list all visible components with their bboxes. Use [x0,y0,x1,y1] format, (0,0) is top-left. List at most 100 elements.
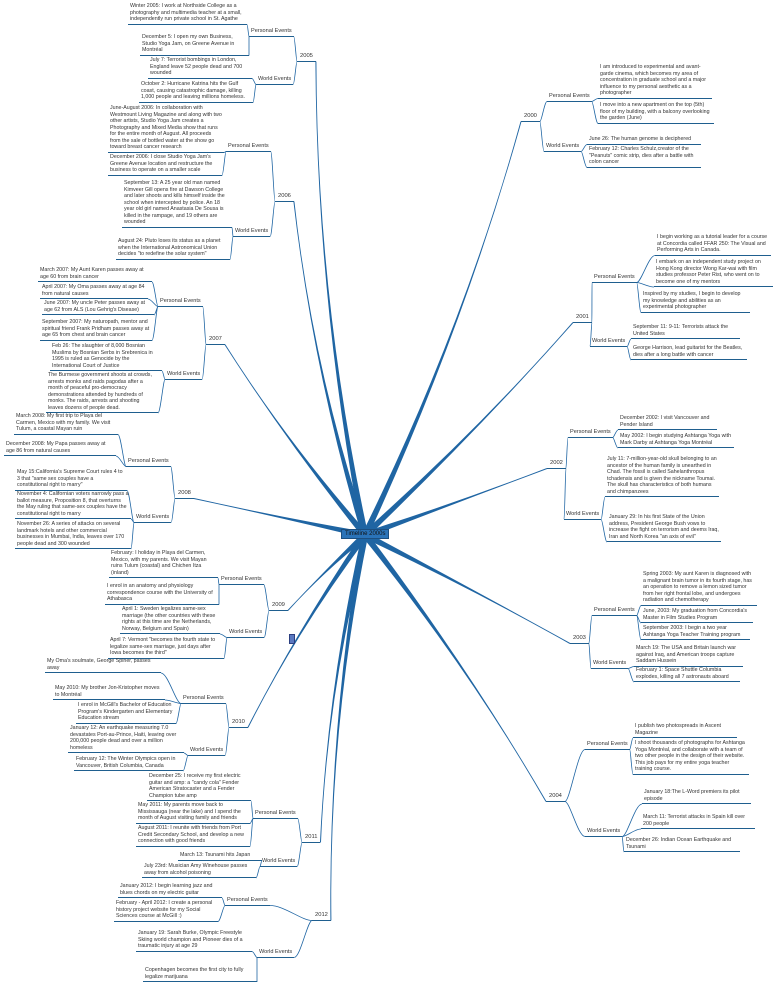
year-node-2010[interactable]: 2010 [229,719,248,728]
branch-personal-events[interactable]: Personal Events [592,607,637,616]
event-item[interactable]: January 12: An earthquake measuring 7.0 … [68,725,184,753]
event-item[interactable]: August 24: Pluto loses its status as a p… [116,238,230,260]
event-item[interactable]: May 2011: My parents move back to Missis… [136,802,250,824]
event-item[interactable]: May 15:California's Supreme Court rules … [15,469,127,491]
branch-world-events[interactable]: World Events [227,629,265,638]
year-node-2012[interactable]: 2012 [312,912,331,921]
event-item[interactable]: I publish two photospreads in Ascent Mag… [633,723,737,738]
branch-personal-events[interactable]: Personal Events [181,695,226,704]
event-item[interactable]: I embark on an independent study project… [654,259,773,287]
year-node-2000[interactable]: 2000 [521,113,540,122]
event-item[interactable]: December 26: Indian Ocean Earthquake and… [624,837,740,852]
branch-world-events[interactable]: World Events [165,371,203,380]
event-item[interactable]: May 2002: I begin studying Ashtanga Yoga… [618,433,734,448]
event-item[interactable]: January 19: Sarah Burke, Olympic Freesty… [136,930,252,952]
branch-personal-events[interactable]: Personal Events [585,741,630,750]
year-node-2007[interactable]: 2007 [206,336,225,345]
year-node-2001[interactable]: 2001 [573,314,592,323]
branch-world-events[interactable]: World Events [564,511,602,520]
event-item[interactable]: January 29: In his first State of the Un… [607,514,721,542]
event-item[interactable]: I begin working as a tutorial leader for… [655,234,771,256]
event-item[interactable]: June, 2003: My graduation from Concordia… [641,608,753,623]
branch-world-events[interactable]: World Events [188,747,226,756]
branch-personal-events[interactable]: Personal Events [592,274,637,283]
year-node-2003[interactable]: 2003 [570,635,589,644]
event-item[interactable]: July 11: 7-million-year-old skull belong… [605,456,719,497]
branch-world-events[interactable]: World Events [257,949,295,958]
branch-world-events[interactable]: World Events [256,76,294,85]
event-item[interactable]: I enrol in McGill's Bachelor of Educatio… [76,702,176,724]
event-item[interactable]: April 1: Sweden legalizes same-sex marri… [120,606,220,634]
event-item[interactable]: March 13: Tsunami hits Japan [178,852,262,861]
event-item[interactable]: December 2002: I visit Vancouver and Pen… [618,415,717,430]
year-node-2008[interactable]: 2008 [175,490,194,499]
event-item[interactable]: Copenhagen becomes the first city to ful… [143,967,257,982]
event-item[interactable]: September 11: 9-11: Terrorists attack th… [631,324,740,339]
branch-world-events[interactable]: World Events [585,828,623,837]
year-node-2005[interactable]: 2005 [297,53,316,62]
event-item[interactable]: January 18:The L-Word premiers its pilot… [642,789,751,804]
event-item[interactable]: Feb 26: The slaughter of 8,000 Bosnian M… [50,343,162,371]
event-item[interactable]: September 13: A 25 year old man named Ki… [122,180,232,228]
event-item[interactable]: December 5: I open my own Business, Stud… [140,34,249,56]
branch-personal-events[interactable]: Personal Events [225,897,270,906]
branch-personal-events[interactable]: Personal Events [126,458,171,467]
event-item[interactable]: My Oma's soulmate, George Spiner, passes… [45,658,161,673]
event-item[interactable]: I am introduced to experimental and avan… [598,64,712,99]
central-topic[interactable]: Timeline 2000s [341,529,390,539]
branch-personal-events[interactable]: Personal Events [568,429,613,438]
event-item[interactable]: June 26: The human genome is deciphered [587,136,701,145]
event-item[interactable]: March 19: The USA and Britain launch war… [634,645,743,667]
event-item[interactable]: June-August 2006: In collaboration with … [108,105,224,153]
event-item[interactable]: The Burmese government shoots at crowds,… [46,372,158,413]
event-item[interactable]: June 2007: My uncle Peter passes away at… [42,300,154,315]
event-item[interactable]: March 2007: My Aunt Karen passes away at… [38,267,152,282]
event-item[interactable]: August 2011: I reunite with friends from… [136,825,250,847]
event-item[interactable]: December 25: I receive my first electric… [147,773,251,801]
branch-world-events[interactable]: World Events [591,660,629,669]
event-item[interactable]: November 4: Californian voters narrowly … [15,491,131,519]
event-item[interactable]: October 2: Hurricane Katrina hits the Gu… [139,81,253,103]
branch-personal-events[interactable]: Personal Events [158,298,203,307]
event-item[interactable]: September 2003: I begin a two year Ashta… [641,625,750,640]
branch-world-events[interactable]: World Events [544,143,582,152]
branch-personal-events[interactable]: Personal Events [253,810,298,819]
branch-personal-events[interactable]: Personal Events [219,576,264,585]
year-node-2002[interactable]: 2002 [547,460,566,469]
year-node-2011[interactable]: 2011 [302,834,321,843]
event-item[interactable]: January 2012: I begin learning jazz and … [118,883,222,898]
event-item[interactable]: July 23rd: Musician Amy Winehouse passes… [142,863,256,878]
year-node-2004[interactable]: 2004 [546,793,565,802]
event-item[interactable]: Inspired by my studies, I begin to devel… [641,291,750,313]
event-item[interactable]: February 12: Charles Schulz,creator of t… [587,146,701,168]
year-node-2009[interactable]: 2009 [269,602,288,611]
branch-world-events[interactable]: World Events [260,858,298,867]
event-item[interactable]: Spring 2003: My aunt Karen is diagnosed … [641,571,757,606]
branch-personal-events[interactable]: Personal Events [547,93,592,102]
event-item[interactable]: December 2008: My Papa passes away at ag… [4,441,116,456]
event-item[interactable]: July 7: Terrorist bombings in London, En… [148,57,252,79]
branch-world-events[interactable]: World Events [590,338,628,347]
branch-world-events[interactable]: World Events [134,514,172,523]
event-item[interactable]: April 2007: My Oma passes away at age 84… [40,284,148,299]
event-item[interactable]: I shoot thousands of photographs for Ash… [633,740,749,775]
year-node-2006[interactable]: 2006 [275,193,294,202]
event-item[interactable]: February - April 2012: I create a person… [114,900,218,922]
branch-personal-events[interactable]: Personal Events [249,28,294,37]
event-item[interactable]: February 1: Space Shuttle Columbia explo… [634,667,740,682]
event-item[interactable]: December 2006: I close Studio Yoga Jam's… [108,154,222,176]
event-item[interactable]: November 26: A series of attacks on seve… [15,521,131,549]
event-item[interactable]: April 7: Vermont "becomes the fourth sta… [108,637,224,659]
event-item[interactable]: February: I holiday in Playa del Carmen,… [109,550,218,578]
branch-personal-events[interactable]: Personal Events [226,143,271,152]
event-item[interactable]: May 2010: My brother Jon-Kristopher move… [53,685,165,700]
event-item[interactable]: Winter 2005: I work at Northside College… [128,3,247,25]
event-item[interactable]: I move into a new apartment on the top (… [598,102,714,124]
event-item[interactable]: February 12: The Winter Olympics open in… [74,756,183,771]
event-item[interactable]: George Harrison, lead guitarist for the … [631,345,747,360]
branch-world-events[interactable]: World Events [233,228,271,237]
event-item[interactable]: September 2007: My naturopath, mentor an… [40,319,152,341]
event-item[interactable]: I enrol in an anatomy and physiology cor… [105,583,219,605]
event-item[interactable]: March 11: Terrorist attacks in Spain kil… [641,814,755,829]
event-item[interactable]: March 2008: My first trip to Playa del C… [14,413,118,435]
